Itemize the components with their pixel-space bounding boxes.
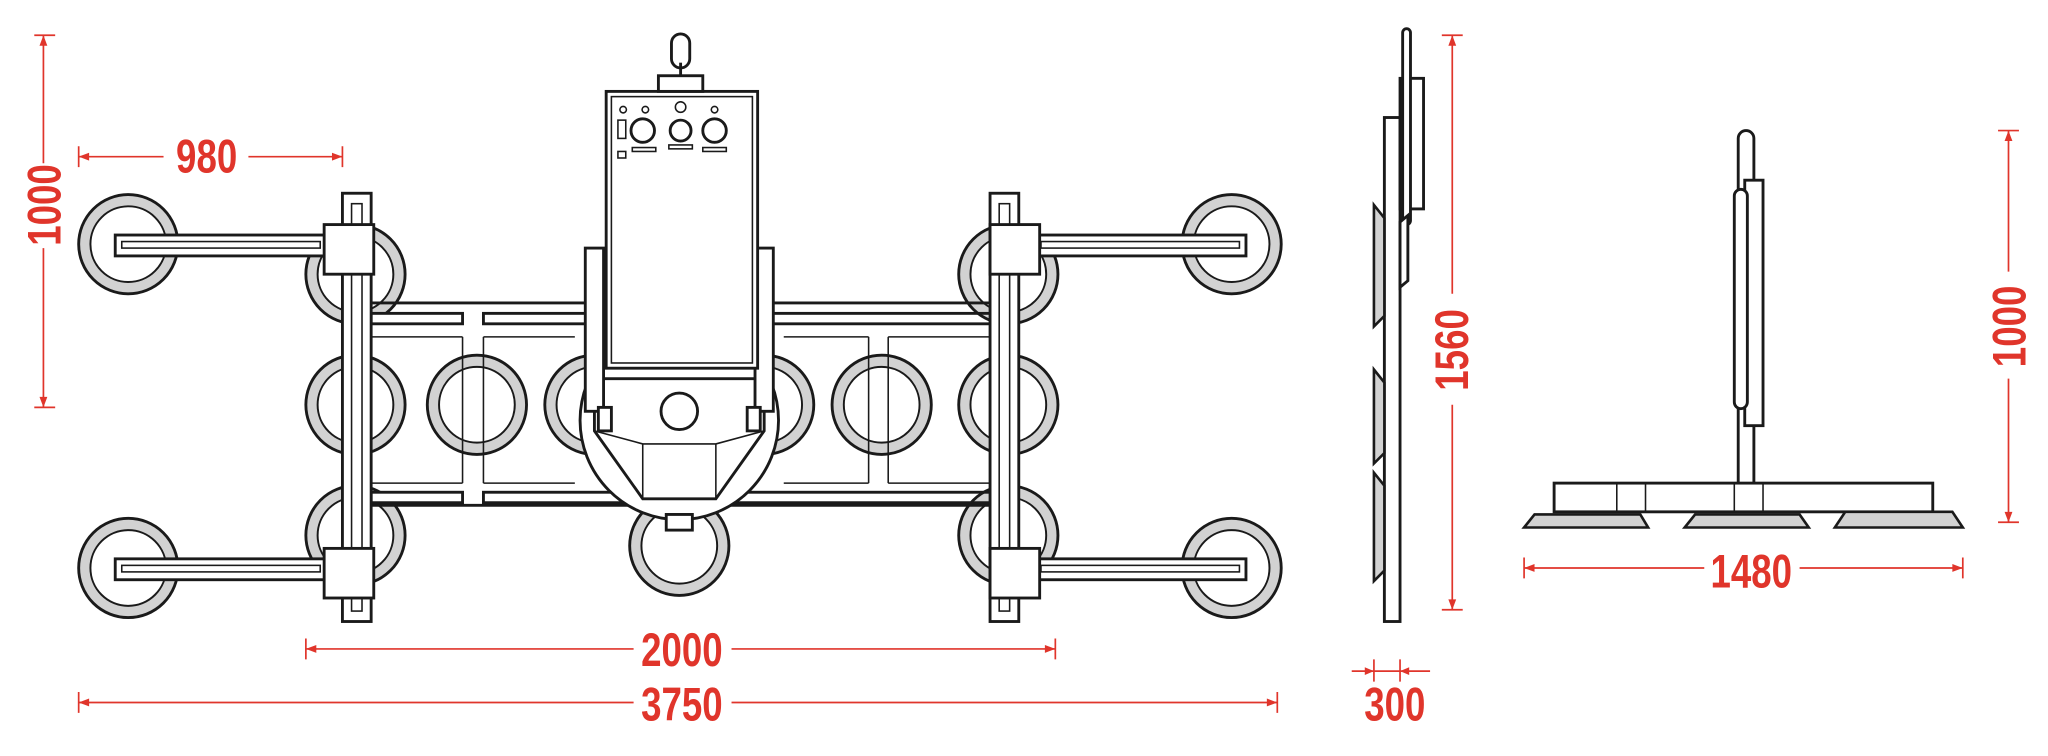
dimension-label: 3750 (641, 678, 723, 730)
dimension-label: 2000 (641, 624, 723, 676)
suction-pad (1681, 513, 1812, 529)
gauge-icon (668, 118, 693, 143)
gauge-icon (701, 117, 728, 144)
dimension-label: 980 (176, 130, 237, 182)
dimension-front-view-height: 1000 (1983, 129, 2036, 524)
dimension-label: 1000 (1983, 286, 2035, 368)
control-box (604, 32, 760, 370)
side-view: 1560 300 (1351, 27, 1478, 731)
dimension-side-view-height: 1560 (1426, 34, 1478, 611)
right-crossbar (988, 191, 1248, 623)
gauge-icon (629, 117, 656, 144)
suction-pad (1372, 365, 1386, 467)
dimension-label: 300 (1364, 678, 1425, 730)
dimension-arm-length: 980 (77, 130, 344, 182)
dimension-label: 1480 (1711, 545, 1793, 597)
front-view: 1480 1000 (1521, 129, 2036, 598)
dimension-overall-width: 3750 (77, 678, 1279, 731)
top-view: 1000 980 2000 3750 (18, 32, 1283, 731)
suction-pad (1521, 513, 1651, 529)
suction-pad (1372, 468, 1386, 585)
dimension-top-view-height: 1000 (18, 34, 70, 409)
dimension-front-view-width: 1480 (1523, 545, 1964, 598)
suction-cup (425, 353, 528, 456)
dimension-label: 1560 (1426, 309, 1478, 391)
dimension-side-view-depth: 300 (1351, 659, 1431, 731)
suction-pad (1372, 201, 1386, 330)
suction-cup (830, 353, 933, 456)
rotator-unit (578, 246, 780, 532)
left-crossbar (113, 191, 376, 623)
dimension-label: 1000 (18, 164, 70, 246)
suction-pad (1832, 510, 1966, 529)
dimension-frame-width: 2000 (305, 624, 1057, 676)
